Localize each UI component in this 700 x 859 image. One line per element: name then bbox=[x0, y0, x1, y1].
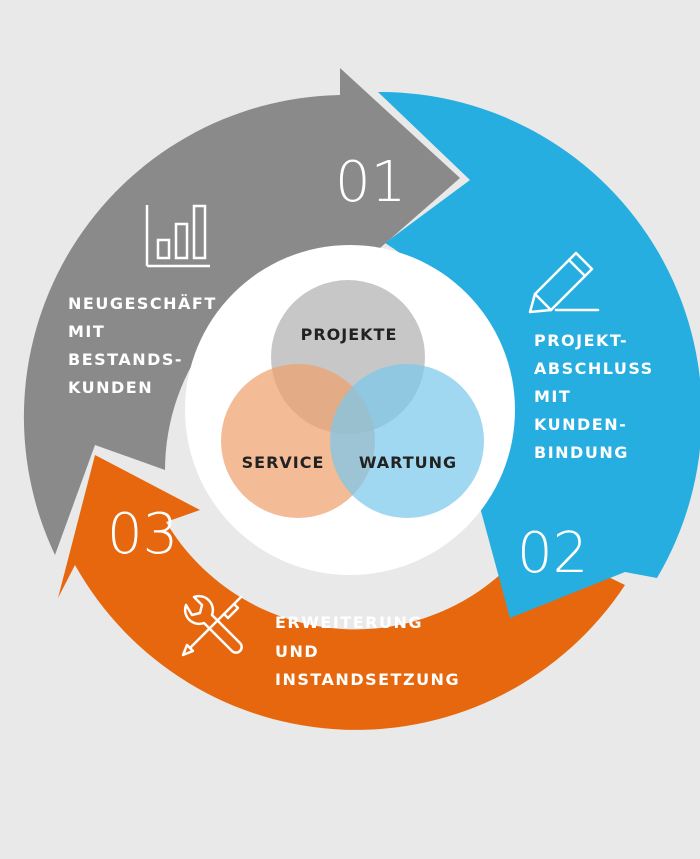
segment-01-arrow bbox=[23, 68, 460, 555]
segment-01-line-3: BESTANDS- bbox=[68, 350, 183, 369]
segment-01-number: 01 bbox=[335, 150, 406, 215]
venn-circle-wartung bbox=[330, 364, 484, 518]
segment-02-number: 02 bbox=[517, 521, 588, 586]
segment-03-arrow bbox=[58, 455, 625, 730]
venn-circle-service bbox=[221, 364, 375, 518]
segment-01-line-2: MIT bbox=[68, 322, 105, 341]
segment-02-line-2: ABSCHLUSS bbox=[534, 359, 654, 378]
segment-02-line-5: BINDUNG bbox=[534, 443, 629, 462]
segment-03-line-3: INSTANDSETZUNG bbox=[275, 670, 460, 689]
tools-icon bbox=[181, 594, 243, 657]
segment-01-line-1: NEUGESCHÄFT bbox=[68, 294, 217, 313]
segment-02-arrow bbox=[378, 91, 700, 618]
segment-03-line-2: UND bbox=[275, 642, 319, 661]
bar-chart-icon bbox=[145, 204, 210, 268]
venn-label-wartung: WARTUNG bbox=[359, 453, 457, 472]
segment-01-line-4: KUNDEN bbox=[68, 378, 153, 397]
pencil-icon bbox=[528, 251, 600, 314]
segment-03-line-1: ERWEITERUNG bbox=[275, 613, 423, 632]
venn-label-projekte: PROJEKTE bbox=[301, 325, 398, 344]
segment-03-number: 03 bbox=[107, 502, 178, 567]
segment-02-line-1: PROJEKT- bbox=[534, 331, 628, 350]
segment-02-line-4: KUNDEN- bbox=[534, 415, 627, 434]
segment-02-line-3: MIT bbox=[534, 387, 571, 406]
venn-label-service: SERVICE bbox=[242, 453, 325, 472]
